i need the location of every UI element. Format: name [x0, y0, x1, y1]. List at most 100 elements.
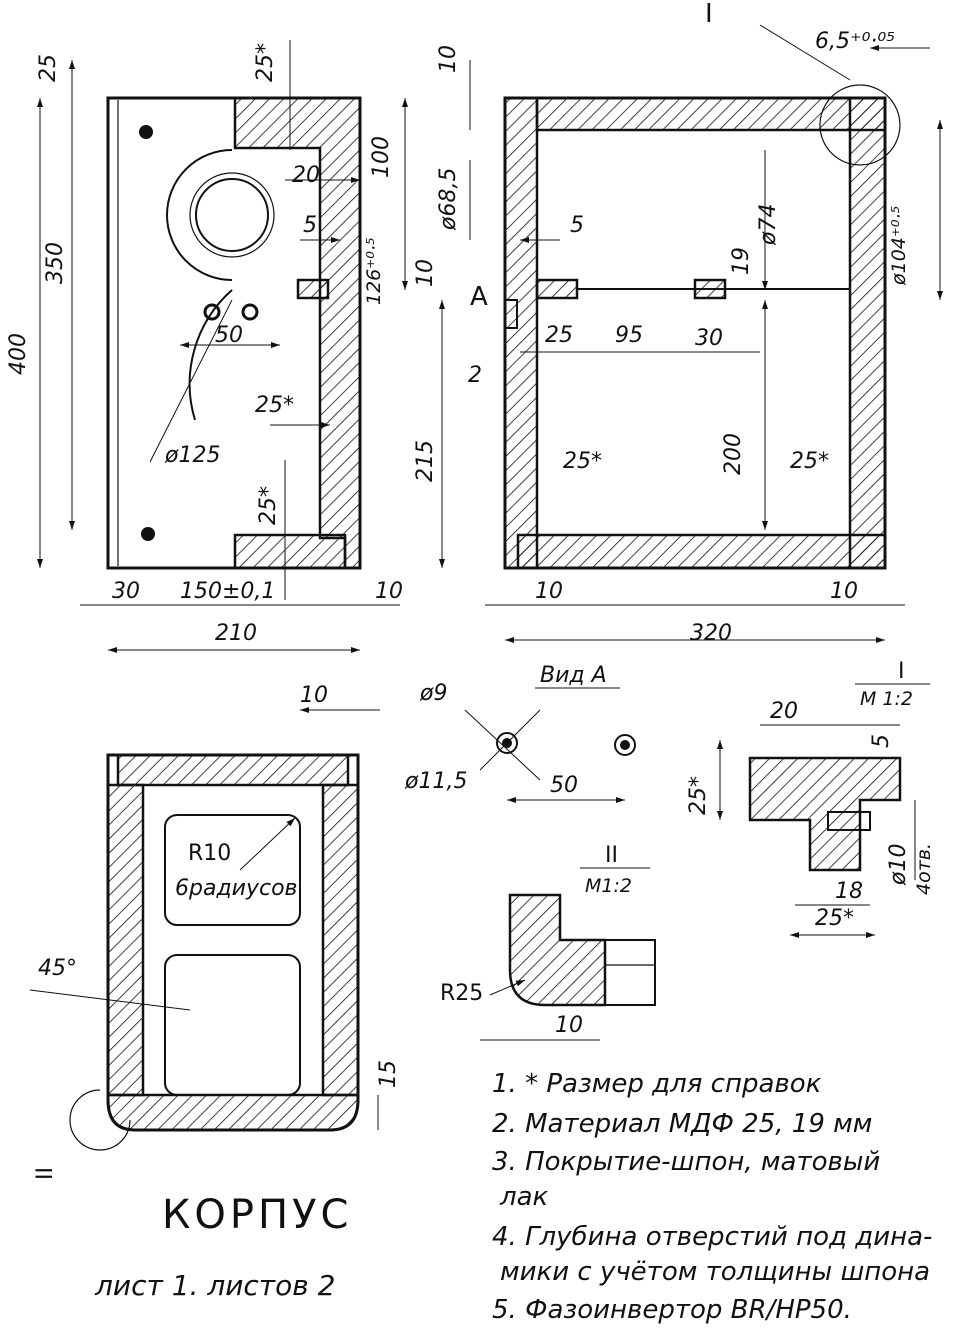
port-hole-right	[241, 303, 259, 321]
dim-25s-low: 25*	[256, 486, 281, 525]
screw-hole-top	[139, 125, 153, 139]
note-4: 4. Глубина отверстий под дина-	[492, 1222, 932, 1252]
drawing-title: КОРПУС	[162, 1192, 352, 1238]
detail-ii-section	[508, 893, 607, 1007]
view-a-hole-right-outer	[614, 734, 636, 756]
r10-note: 6радиусов	[175, 876, 298, 901]
side-bottom-wall	[516, 533, 887, 570]
view-a: Вид A ø9 ø11,5 50	[404, 663, 636, 803]
note-1: 1. * Размер для справок	[492, 1069, 822, 1099]
detail-i-hole	[827, 811, 871, 831]
dim-20: 20	[292, 163, 320, 188]
dim-10-front: 10	[375, 579, 403, 604]
side-shelf-left	[535, 278, 579, 300]
title-block: КОРПУС лист 1. листов 2	[94, 1192, 352, 1302]
section-outline	[106, 753, 360, 1132]
dim-5-d1: 5	[869, 734, 894, 748]
dim-d10-note: 4отв.	[913, 843, 935, 895]
dim-2: 2	[468, 363, 482, 388]
detail-ii-panel	[604, 939, 656, 1006]
dim-10-d2: 10	[555, 1013, 583, 1038]
detail-i-title: I	[898, 659, 905, 684]
tweeter-inner-circle	[195, 178, 269, 252]
r10-leader	[239, 817, 296, 871]
detail-ii-scale: M1:2	[585, 875, 632, 897]
dim-95: 95	[615, 323, 643, 348]
dim-104: ø104⁺⁰·⁵	[888, 206, 910, 286]
dim-10-side: 10	[436, 45, 461, 73]
r10-label: R10	[188, 841, 231, 866]
tweeter-ring	[189, 172, 275, 258]
detail-ii-title: II	[605, 843, 618, 868]
dim-d10-d1: ø10	[886, 844, 911, 886]
dim-18-d1: 18	[835, 879, 863, 904]
dim-30-side: 30	[695, 326, 723, 351]
dim-210: 210	[215, 621, 257, 646]
side-view: 10 ø68,5 5 10 A 2 25 95 30 19 ø74 200 25…	[413, 0, 943, 646]
section-bottom-hatch	[106, 1093, 360, 1132]
woofer-radius-leader	[149, 299, 233, 463]
view-a-hole-right-inner	[620, 740, 630, 750]
front-bottom-hatch	[233, 533, 347, 570]
dim-50-front: 50	[215, 323, 243, 348]
dim-100: 100	[369, 136, 394, 178]
callout-ii-label: II	[33, 1167, 58, 1180]
notes-block: 1. * Размер для справок 2. Материал МДФ …	[492, 1069, 932, 1325]
screw-hole-bottom	[141, 527, 155, 541]
dim-25s-d1: 25*	[686, 776, 711, 815]
woofer-arc	[188, 289, 233, 421]
dim-15: 15	[376, 1060, 401, 1088]
dim-6-5: 6,5⁺⁰·⁰⁵	[815, 29, 895, 54]
section-left-hatch	[106, 783, 145, 1097]
callout-circle-i	[819, 84, 901, 166]
r25-leader	[489, 979, 526, 996]
dim-215: 215	[413, 440, 438, 482]
detail-i-scale: M 1:2	[860, 688, 913, 710]
dim-25s-left: 25*	[563, 449, 602, 474]
dim-19: 19	[729, 247, 754, 275]
dim-50-a: 50	[550, 773, 578, 798]
section-top-hatch	[116, 753, 350, 787]
dim-30: 30	[112, 579, 140, 604]
dim-25-side: 25	[545, 323, 573, 348]
note-2: 2. Материал МДФ 25, 19 мм	[492, 1109, 872, 1139]
side-back-wall	[848, 96, 887, 570]
callout-leader-i	[759, 24, 851, 81]
dim-68: ø68,5	[436, 168, 461, 231]
dim-10b-side: 10	[413, 259, 438, 287]
dim-5: 5	[303, 213, 317, 238]
detail-ii: II M1:2 R25 10	[440, 843, 656, 1041]
angle-45: 45°	[38, 956, 77, 981]
callout-i-label: I	[705, 0, 713, 29]
note-3-cont: лак	[499, 1182, 549, 1212]
dim-126: 126⁺⁰·⁵	[363, 237, 385, 305]
note-3: 3. Покрытие-шпон, матовый	[492, 1147, 880, 1177]
view-a-title: Вид A	[540, 663, 607, 688]
tweeter-outer-arc	[166, 149, 233, 281]
side-front-wall	[503, 96, 539, 570]
dim-320: 320	[690, 621, 732, 646]
dim-25s-right: 25*	[790, 449, 829, 474]
section-right-hatch	[321, 783, 360, 1097]
view-a-leader-1	[464, 709, 541, 781]
front-shelf-hatch	[296, 278, 330, 300]
dim-74: ø74	[756, 204, 781, 246]
dim-150: 150±0,1	[180, 579, 275, 604]
section-view: 10 R10 6радиусов 45° 15 II	[29, 683, 401, 1180]
note-5: 5. Фазоинвертор BR/HP50.	[492, 1295, 852, 1325]
dim-25s-mid: 25*	[255, 393, 294, 418]
dim-25s-top: 25*	[253, 43, 278, 82]
dim-20-d1: 20	[770, 699, 798, 724]
note-4-cont: мики с учётом толщины шпона	[500, 1257, 930, 1287]
dim-d125: ø125	[164, 443, 220, 468]
r25-label: R25	[440, 981, 483, 1006]
side-top-wall	[535, 96, 887, 132]
window-upper	[164, 814, 301, 926]
marker-a: A	[470, 282, 488, 312]
detail-i-section	[748, 756, 902, 872]
window-lower	[164, 954, 301, 1096]
sheet-label: лист 1. листов 2	[94, 1269, 335, 1302]
dim-11-5: ø11,5	[404, 769, 467, 794]
dim-5-side: 5	[570, 213, 584, 238]
